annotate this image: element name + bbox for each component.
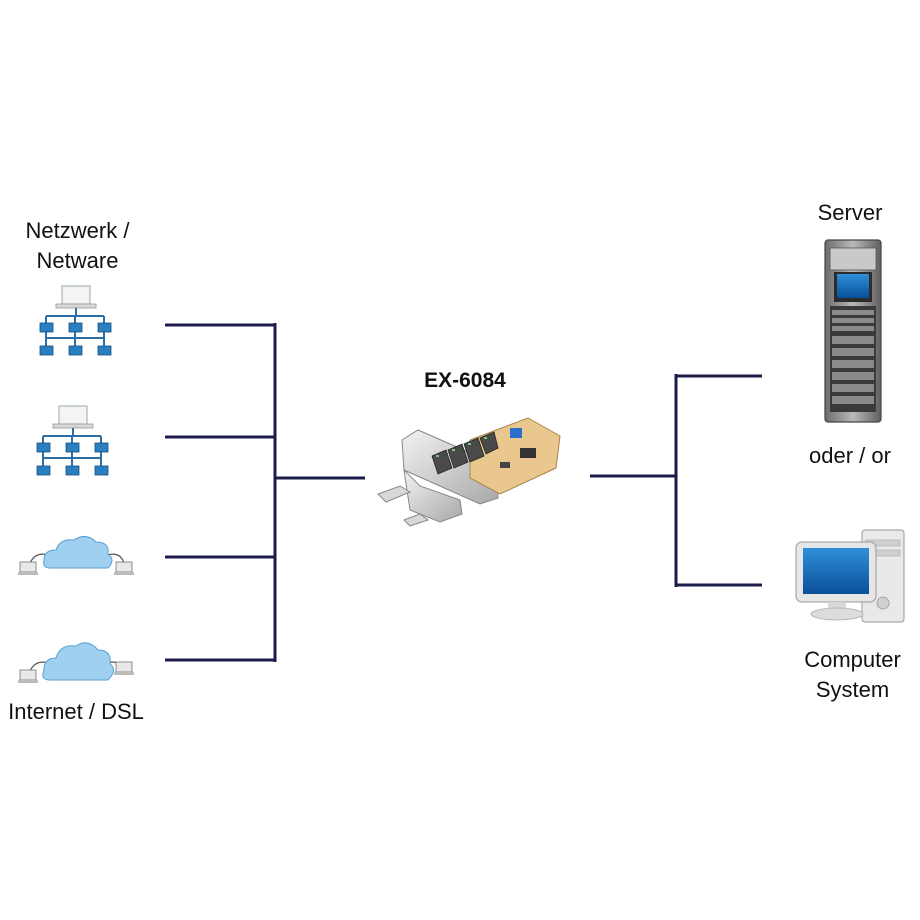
computer-label-line-2: System [815,677,890,702]
connection-lines [165,323,762,662]
product-label: EX-6084 [424,369,506,392]
network-tree-icon [36,405,109,476]
network-label: Netzwerk / Netware [0,216,155,276]
server-rack-icon [824,239,882,423]
network-label-line-2: Netware [36,248,119,273]
computer-label-line-1: Computer [804,647,901,672]
cloud-internet-icon [18,642,134,683]
network-label-line-1: Netzwerk / [25,218,130,243]
internet-label: Internet / DSL [8,699,144,724]
server-label: Server [817,200,883,225]
desktop-computer-icon [795,529,905,623]
network-tree-icon [39,285,112,356]
cloud-internet-icon [18,536,134,575]
computer-label: Computer System [785,645,920,705]
pcie-network-card-icon [377,417,561,527]
or-label: oder / or [809,443,891,468]
